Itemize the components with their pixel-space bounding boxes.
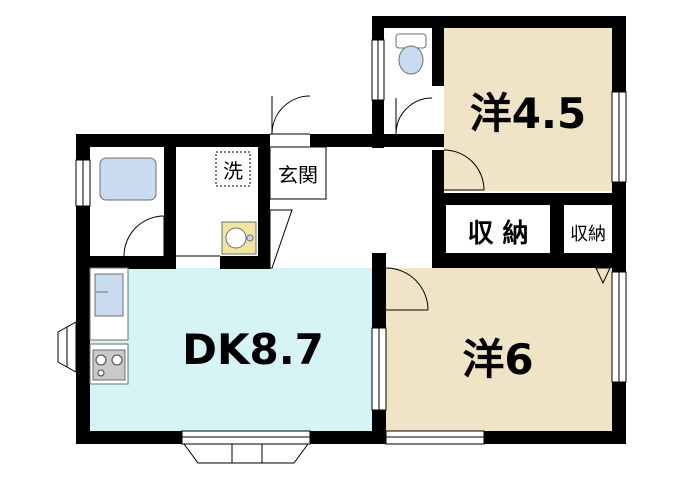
washbasin-icon	[221, 221, 257, 255]
windows	[57, 39, 627, 464]
shuno-small-label: 収納	[570, 224, 606, 245]
bathtub-icon	[99, 157, 157, 201]
sentaku-label: 洗	[223, 159, 243, 183]
doors	[123, 95, 611, 311]
dk-label: DK8.7	[182, 325, 324, 374]
yo6-floor	[384, 268, 612, 431]
shuno-large-label: 収 納	[467, 218, 528, 249]
genkan-step	[269, 146, 327, 269]
yo45-floor	[444, 28, 612, 191]
yo45-label: 洋4.5	[470, 89, 586, 138]
toilet-icon	[395, 33, 427, 75]
stove-icon	[89, 343, 129, 385]
kitchen-sink-icon	[89, 267, 129, 341]
washing-machine-space	[215, 151, 251, 187]
yo6-label: 洋6	[462, 335, 533, 384]
genkan-label: 玄関	[278, 163, 318, 187]
dk-floor	[90, 268, 380, 431]
